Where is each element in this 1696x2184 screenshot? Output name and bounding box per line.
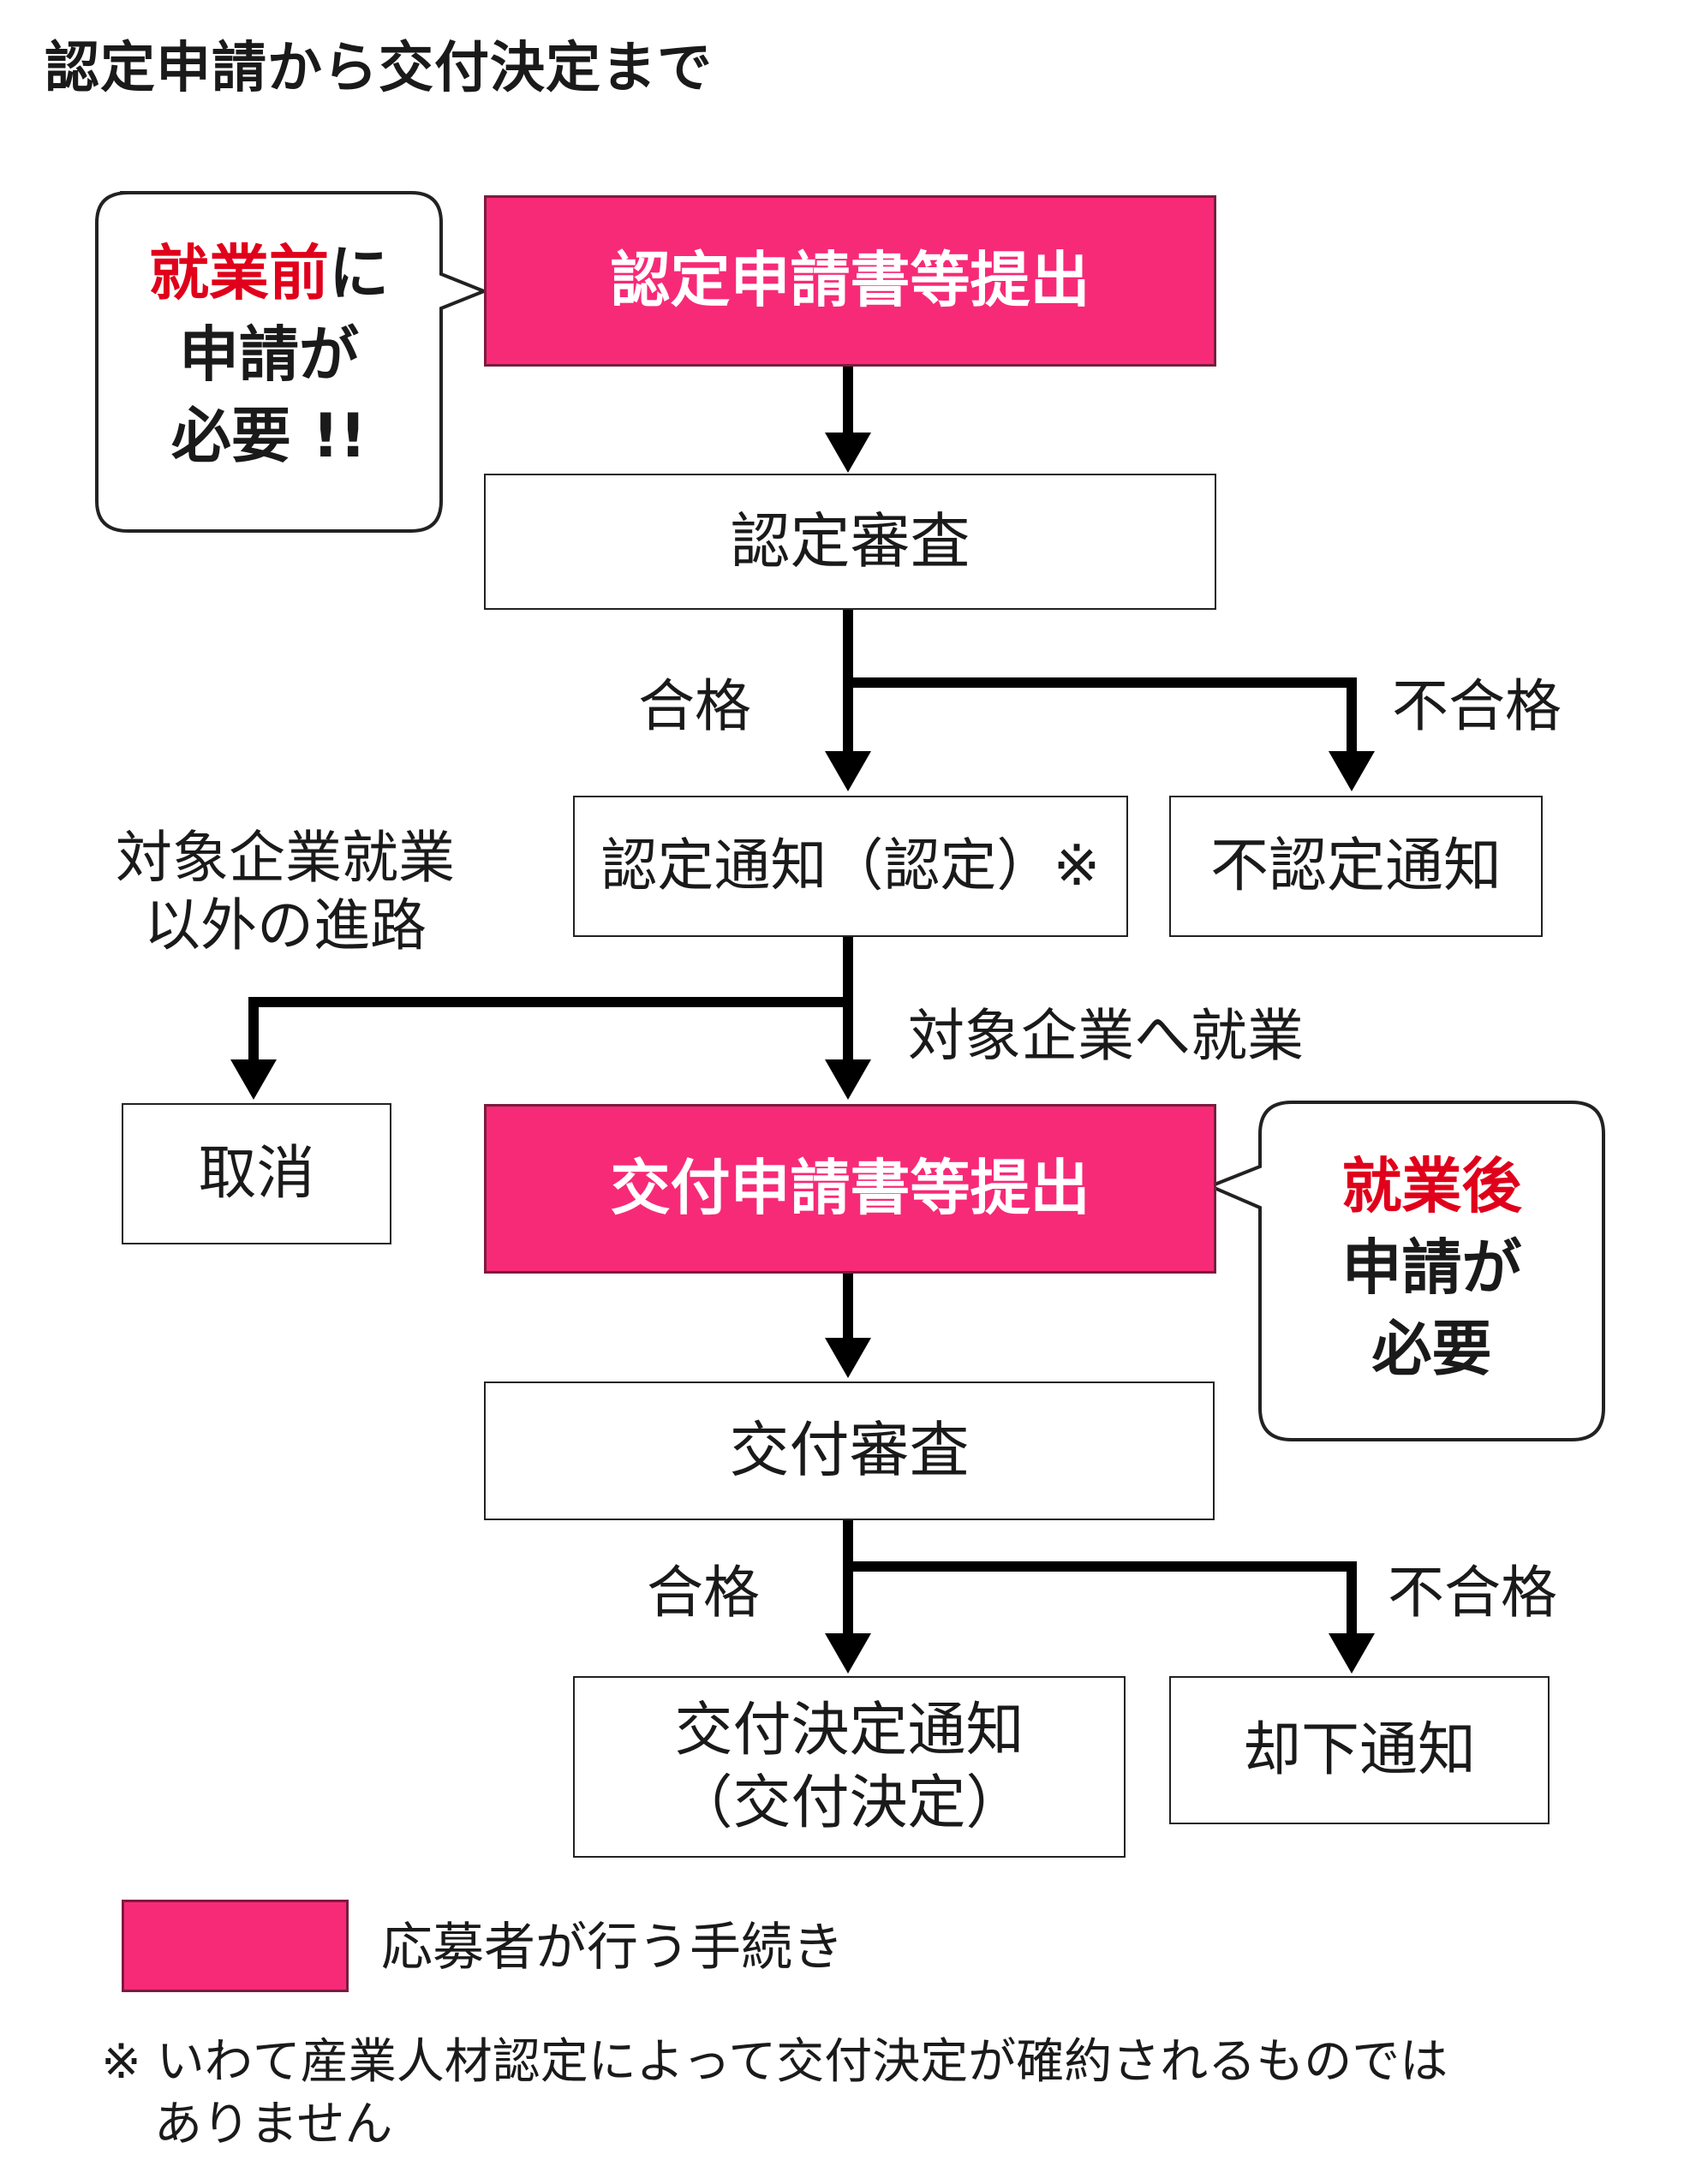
step-nintei-tsuchi: 認定通知（認定）※: [573, 796, 1128, 937]
step-nintei-tsuchi-label: 認定通知（認定）※: [600, 832, 1101, 899]
label-fail-1: 不合格: [1392, 673, 1562, 739]
label-employ: 対象企業へ就業: [908, 1003, 1304, 1069]
arrowhead: [1329, 1633, 1375, 1674]
step-nintei-shinsei: 認定申請書等提出: [484, 195, 1216, 367]
step-kofu-shinsei-label: 交付申請書等提出: [610, 1153, 1090, 1224]
step-kofu-shinsa: 交付審査: [484, 1381, 1215, 1520]
step-torikeshi: 取消: [122, 1103, 391, 1244]
callout-before-text: に: [329, 238, 389, 308]
label-pass-2: 合格: [647, 1560, 760, 1626]
callout-after: 就業後 申請が 必要: [1260, 1146, 1603, 1391]
callout-before-emphasis: 就業前: [149, 238, 329, 308]
arrowhead: [825, 751, 871, 791]
callout-after-line2: 申請が: [1341, 1232, 1522, 1304]
step-kofu-shinsa-label: 交付審査: [729, 1415, 970, 1486]
callout-after-line3: 必要: [1371, 1314, 1492, 1385]
label-other-path-line2: 以外の進路: [144, 892, 427, 959]
step-kyakka-tsuchi-label: 却下通知: [1242, 1716, 1476, 1784]
callout-after-emphasis: 就業後: [1341, 1151, 1522, 1221]
step-kofu-kettei: 交付決定通知 （交付決定）: [573, 1676, 1126, 1858]
arrowhead: [825, 433, 871, 473]
step-nintei-shinsei-label: 認定申請書等提出: [610, 245, 1090, 316]
arrowhead: [230, 1059, 277, 1100]
legend-label: 応募者が行う手続き: [381, 1918, 844, 1978]
arrowhead: [1329, 751, 1375, 791]
step-kofu-kettei-line1: 交付決定通知: [674, 1697, 1024, 1764]
footnote-line2: ありません: [154, 2096, 393, 2152]
page-title: 認定申請から交付決定まで: [45, 37, 713, 100]
label-other-path: 対象企業就業 以外の進路: [101, 824, 469, 959]
arrowhead: [825, 1059, 871, 1100]
callout-before: 就業前に 申請が 必要 !!: [97, 233, 441, 478]
legend-swatch: [122, 1900, 349, 1992]
footnote-line1: ※ いわて産業人材認定によって交付決定が確約されるものでは: [101, 2034, 1448, 2090]
step-nintei-shinsa: 認定審査: [484, 474, 1216, 610]
arrowhead: [825, 1338, 871, 1378]
callout-before-bubble: [95, 191, 489, 533]
label-fail-2: 不合格: [1388, 1560, 1557, 1626]
footnote: ※ いわて産業人材認定によって交付決定が確約されるものでは ありません: [101, 2032, 1448, 2157]
step-funintei-tsuchi-label: 不認定通知: [1209, 832, 1502, 900]
callout-before-line3: 必要 !!: [170, 401, 367, 472]
callout-after-bubble: [1205, 1101, 1605, 1441]
step-funintei-tsuchi: 不認定通知: [1169, 796, 1543, 937]
label-other-path-line1: 対象企業就業: [116, 825, 455, 891]
callout-before-line2: 申請が: [179, 319, 359, 391]
label-pass-1: 合格: [638, 673, 751, 739]
step-nintei-shinsa-label: 認定審査: [730, 505, 970, 576]
arrowhead: [825, 1633, 871, 1674]
step-kofu-shinsei: 交付申請書等提出: [484, 1104, 1216, 1274]
step-torikeshi-label: 取消: [198, 1140, 315, 1208]
step-kyakka-tsuchi: 却下通知: [1169, 1676, 1550, 1824]
step-kofu-kettei-line2: （交付決定）: [674, 1769, 1024, 1837]
